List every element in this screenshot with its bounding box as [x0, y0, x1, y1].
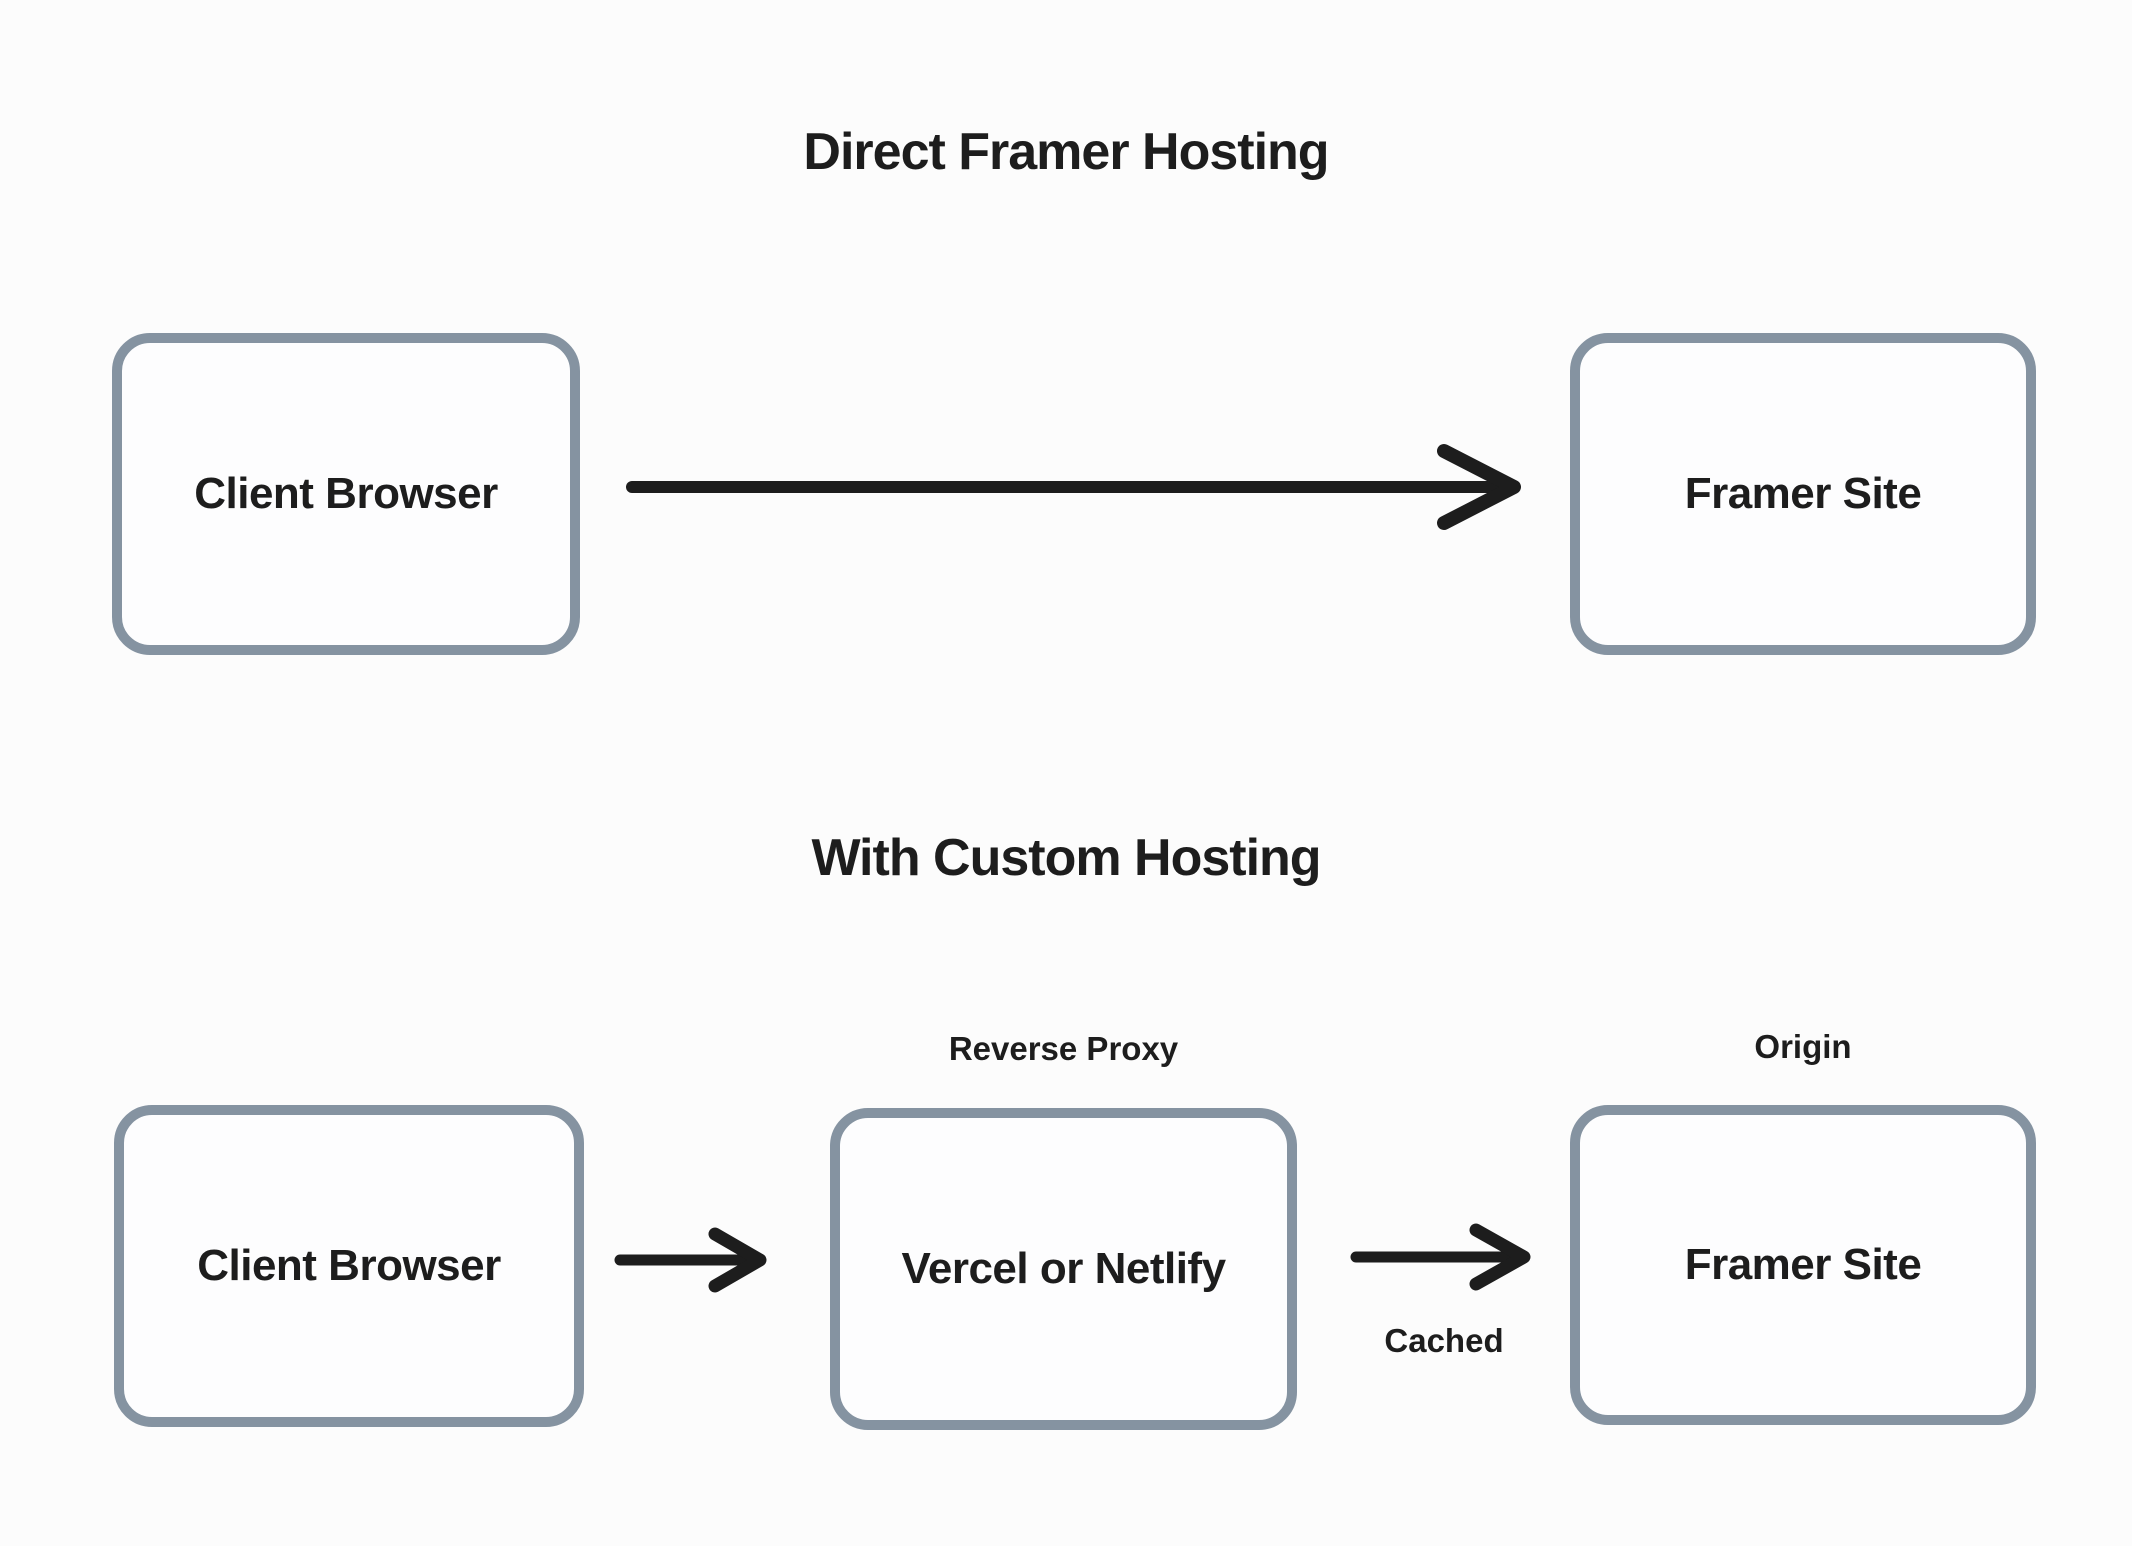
- caption-reverse-proxy: Reverse Proxy: [948, 1030, 1179, 1067]
- caption-origin: Origin: [1754, 1028, 1852, 1065]
- node-label-client-browser-custom: Client Browser: [197, 1241, 501, 1290]
- arrow-proxy-to-origin-icon: [1350, 1223, 1531, 1291]
- node-client-browser-custom: Client Browser: [114, 1105, 584, 1427]
- node-framer-site-direct: Framer Site: [1570, 333, 2036, 655]
- node-label-client-browser-direct: Client Browser: [194, 469, 498, 518]
- node-vercel-or-netlify: Vercel or Netlify: [830, 1108, 1297, 1430]
- node-label-vercel-or-netlify: Vercel or Netlify: [901, 1244, 1226, 1293]
- node-client-browser-direct: Client Browser: [112, 333, 580, 655]
- arrow-client-to-framer-icon: [626, 444, 1521, 530]
- node-label-framer-site-direct: Framer Site: [1684, 469, 1922, 518]
- arrow-client-to-proxy-icon: [614, 1227, 767, 1293]
- section-title-custom-hosting: With Custom Hosting: [811, 829, 1321, 887]
- node-framer-site-custom: Framer Site: [1570, 1105, 2036, 1425]
- arrow-label-cached: Cached: [1384, 1322, 1504, 1359]
- node-label-framer-site-custom: Framer Site: [1684, 1240, 1922, 1289]
- section-title-direct-hosting: Direct Framer Hosting: [803, 123, 1329, 181]
